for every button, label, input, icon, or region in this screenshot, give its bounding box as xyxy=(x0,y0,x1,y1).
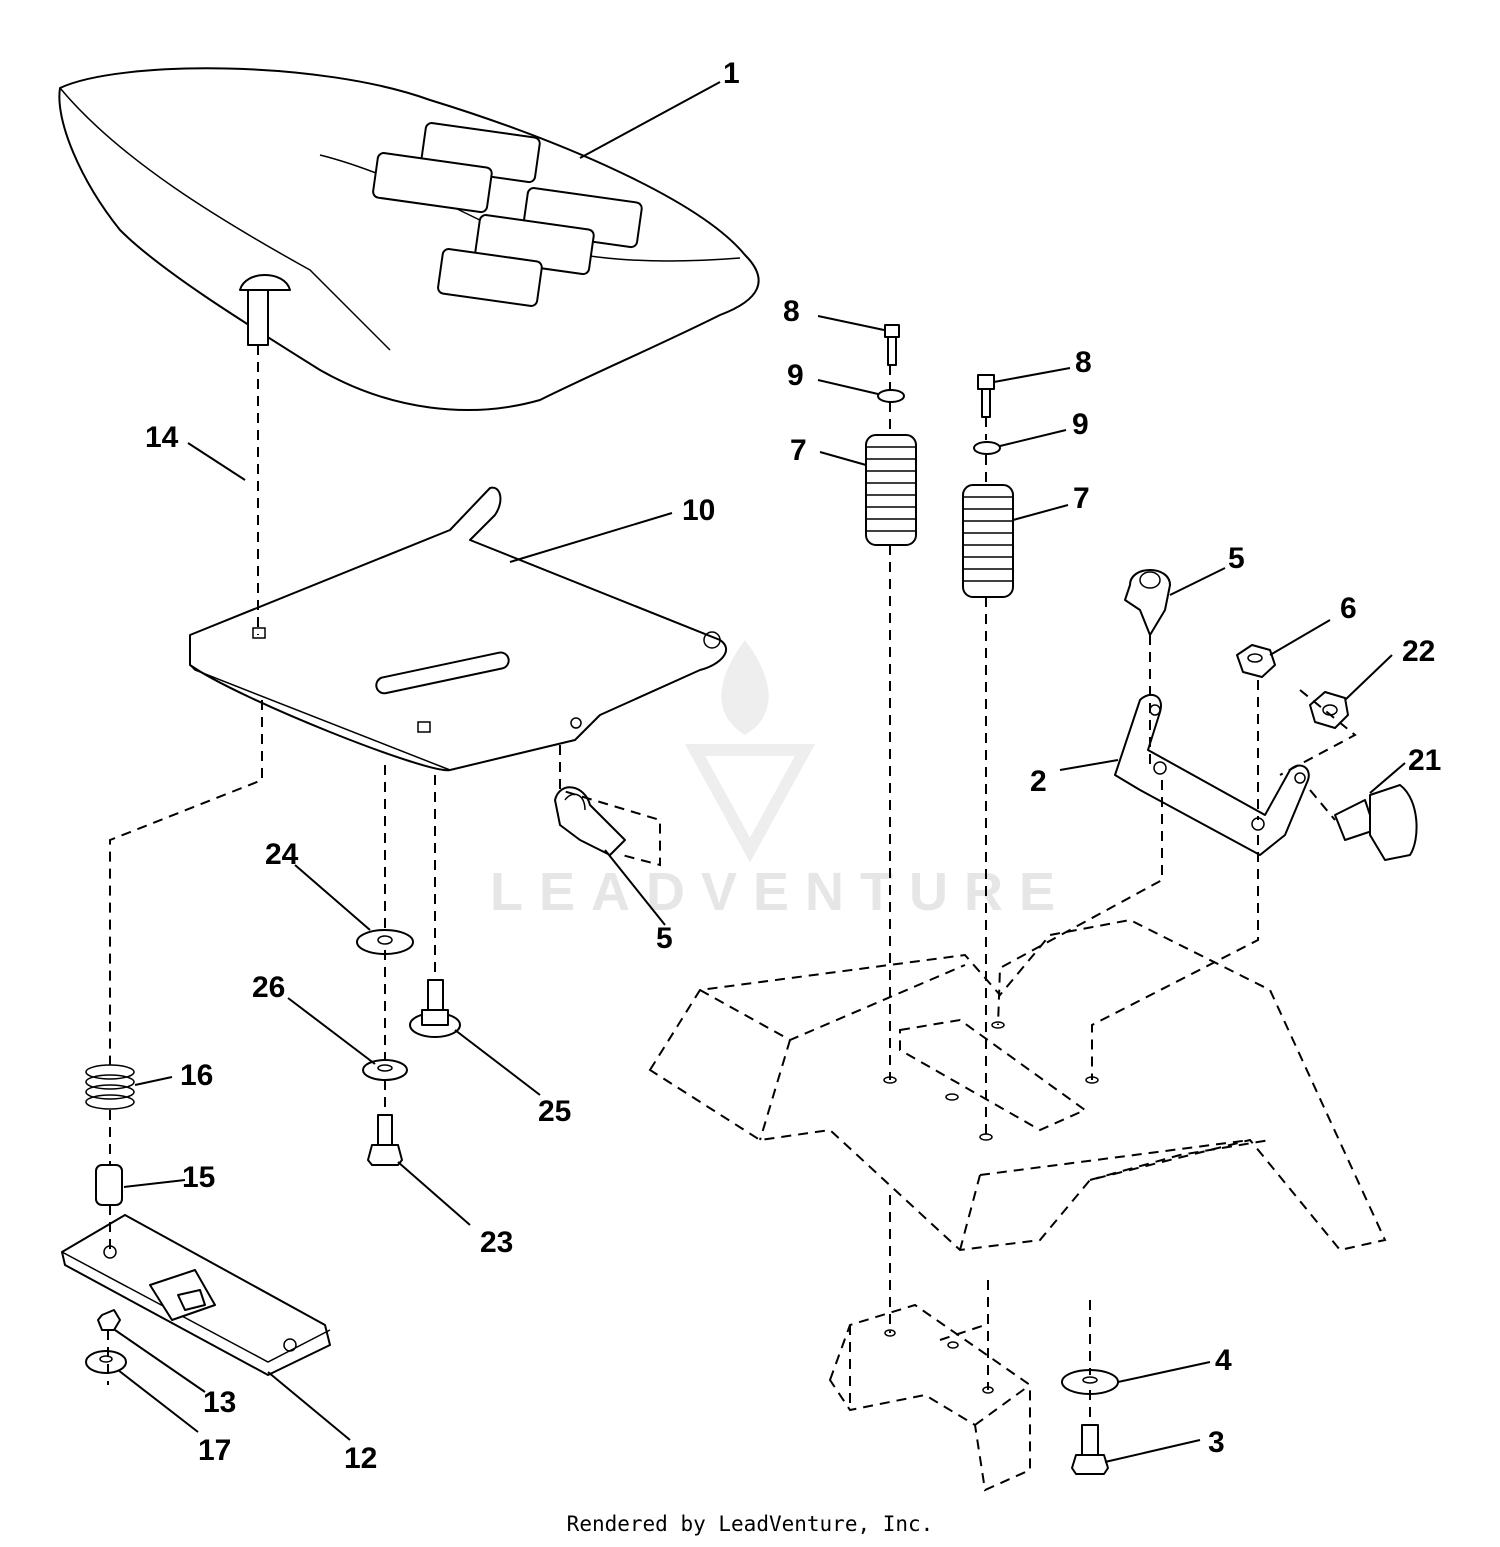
callout-5-left: 5 xyxy=(656,922,673,955)
callout-24: 24 xyxy=(265,838,299,871)
callout-16: 16 xyxy=(180,1059,213,1092)
callout-9-right: 9 xyxy=(1072,408,1089,441)
seat-pan xyxy=(189,486,728,772)
clip-right xyxy=(1124,569,1171,636)
bolt-3 xyxy=(1071,1424,1109,1475)
callout-5-right: 5 xyxy=(1228,542,1245,575)
hex-bolt-23 xyxy=(367,1114,403,1166)
leader-lines xyxy=(114,81,1406,1463)
callout-13: 13 xyxy=(203,1386,236,1419)
callout-23: 23 xyxy=(480,1226,513,1259)
callout-1: 1 xyxy=(723,57,740,90)
spacer-15 xyxy=(95,1164,123,1206)
callout-26: 26 xyxy=(252,971,285,1004)
callout-7-left: 7 xyxy=(790,434,807,467)
callout-2: 2 xyxy=(1030,765,1047,798)
callout-4: 4 xyxy=(1215,1344,1232,1377)
seat xyxy=(58,67,760,411)
nut-22 xyxy=(1309,691,1349,729)
callout-10: 10 xyxy=(682,494,715,527)
callout-14: 14 xyxy=(145,421,179,454)
callout-6: 6 xyxy=(1340,592,1357,625)
callout-17: 17 xyxy=(198,1434,231,1467)
watermark-text: LEADVENTURE xyxy=(490,862,1071,922)
nut-13 xyxy=(97,1309,121,1331)
lock-washer-26 xyxy=(362,1059,408,1081)
spring-16 xyxy=(85,1064,135,1110)
assembly-lines xyxy=(107,345,1357,1425)
washer-9-left xyxy=(877,389,905,403)
callout-22: 22 xyxy=(1402,635,1435,668)
spring-7-left xyxy=(865,434,917,546)
bolt-8-left xyxy=(884,324,900,366)
callout-7-right: 7 xyxy=(1073,482,1090,515)
callout-8-right: 8 xyxy=(1075,346,1092,379)
callout-15: 15 xyxy=(182,1161,215,1194)
bolt-8-right xyxy=(977,374,995,418)
callout-25: 25 xyxy=(538,1095,571,1128)
callouts: 1 2 3 4 5 5 6 7 7 8 8 9 9 10 12 13 14 15… xyxy=(145,57,1441,1475)
footer-credit: Rendered by LeadVenture, Inc. xyxy=(566,1512,934,1536)
callout-8-left: 8 xyxy=(783,295,800,328)
spring-7-right xyxy=(962,484,1014,598)
bracket-2 xyxy=(1114,693,1310,856)
flange-nut-17 xyxy=(85,1350,127,1374)
shoulder-bolt-25 xyxy=(409,979,461,1038)
clip-left xyxy=(554,786,626,856)
washer-9-right xyxy=(973,441,1001,455)
tractor-frame xyxy=(648,918,1387,1492)
callout-3: 3 xyxy=(1208,1426,1225,1459)
callout-12: 12 xyxy=(344,1442,377,1475)
bracket-12 xyxy=(61,1214,331,1376)
bolt-21 xyxy=(1334,784,1418,861)
callout-9-left: 9 xyxy=(787,359,804,392)
nut-6 xyxy=(1236,644,1276,678)
callout-21: 21 xyxy=(1408,744,1441,777)
leadventure-watermark: LEADVENTURE xyxy=(490,640,1071,922)
